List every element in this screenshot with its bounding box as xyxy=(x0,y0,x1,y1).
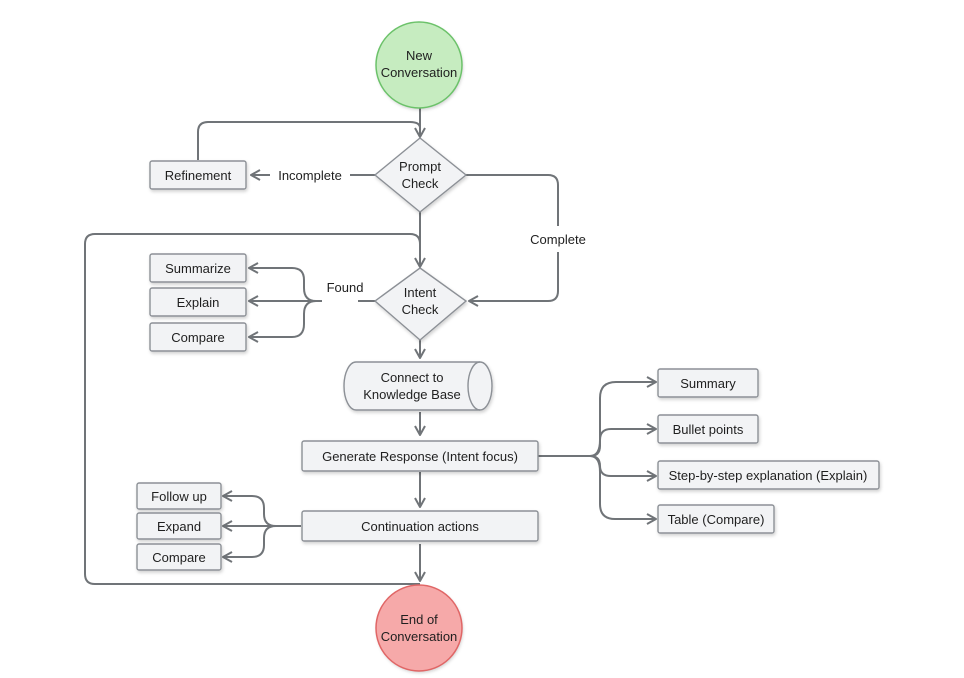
explain-label: Explain xyxy=(177,295,220,310)
edge-found-compare xyxy=(248,300,317,343)
edge-refinement-loop xyxy=(197,121,421,160)
edge-cont-follow xyxy=(222,490,277,527)
expand-label: Expand xyxy=(157,519,201,534)
bullet-points-label: Bullet points xyxy=(673,422,744,437)
edge-labels: Incomplete Complete Found xyxy=(278,168,586,295)
compare-cont-box xyxy=(136,543,222,571)
compare-intent-box xyxy=(149,322,247,352)
summary-box xyxy=(657,368,759,398)
intent-check-diamond xyxy=(373,267,468,341)
summarize-label: Summarize xyxy=(165,261,231,276)
start-label-line2: Conversation xyxy=(381,65,458,80)
edge-generate-bullets xyxy=(589,423,657,457)
expand-box xyxy=(136,512,222,540)
node-end xyxy=(376,585,462,671)
compare-cont-label: Compare xyxy=(152,550,205,565)
table-compare-box xyxy=(657,504,775,534)
end-label-line2: Conversation xyxy=(381,629,458,644)
follow-up-box xyxy=(136,482,222,510)
end-circle-border xyxy=(375,584,463,672)
edge-generate-table xyxy=(589,455,657,525)
prompt-check-diamond xyxy=(373,137,468,213)
generate-response-box xyxy=(301,440,539,472)
intent-check-line2: Check xyxy=(402,302,439,317)
edge-main-loop xyxy=(84,233,421,585)
generate-response-label: Generate Response (Intent focus) xyxy=(322,449,518,464)
start-circle-border xyxy=(375,21,463,109)
step-by-step-box xyxy=(657,460,880,490)
summary-label: Summary xyxy=(680,376,736,391)
step-by-step-label: Step-by-step explanation (Explain) xyxy=(669,468,868,483)
edge-cont-compare xyxy=(222,525,277,563)
continuation-label: Continuation actions xyxy=(361,519,479,534)
refinement-box xyxy=(149,160,247,190)
end-label-line1: End of xyxy=(400,612,438,627)
refinement-label: Refinement xyxy=(165,168,232,183)
follow-up-label: Follow up xyxy=(151,489,207,504)
end-circle xyxy=(376,585,462,671)
continuation-box xyxy=(301,510,539,542)
intent-check-line1: Intent xyxy=(404,285,437,300)
knowledge-base-line1: Connect to xyxy=(381,370,444,385)
start-circle xyxy=(376,22,462,108)
label-incomplete: Incomplete xyxy=(278,168,342,183)
label-complete: Complete xyxy=(530,232,586,247)
bullet-points-box xyxy=(657,414,759,444)
label-found: Found xyxy=(327,280,364,295)
edge-found-summarize xyxy=(248,262,317,302)
edge-complete xyxy=(466,174,559,301)
knowledge-base-line2: Knowledge Base xyxy=(363,387,461,402)
summarize-box xyxy=(149,253,247,283)
node-start xyxy=(376,22,462,108)
knowledge-base-cylinder xyxy=(343,361,493,411)
table-compare-label: Table (Compare) xyxy=(668,512,765,527)
prompt-check-line1: Prompt xyxy=(399,159,441,174)
knowledge-base-cap xyxy=(467,361,481,411)
edges xyxy=(84,108,657,585)
prompt-check-line2: Check xyxy=(402,176,439,191)
start-label-line1: New xyxy=(406,48,433,63)
compare-intent-label: Compare xyxy=(171,330,224,345)
explain-box xyxy=(149,287,247,317)
